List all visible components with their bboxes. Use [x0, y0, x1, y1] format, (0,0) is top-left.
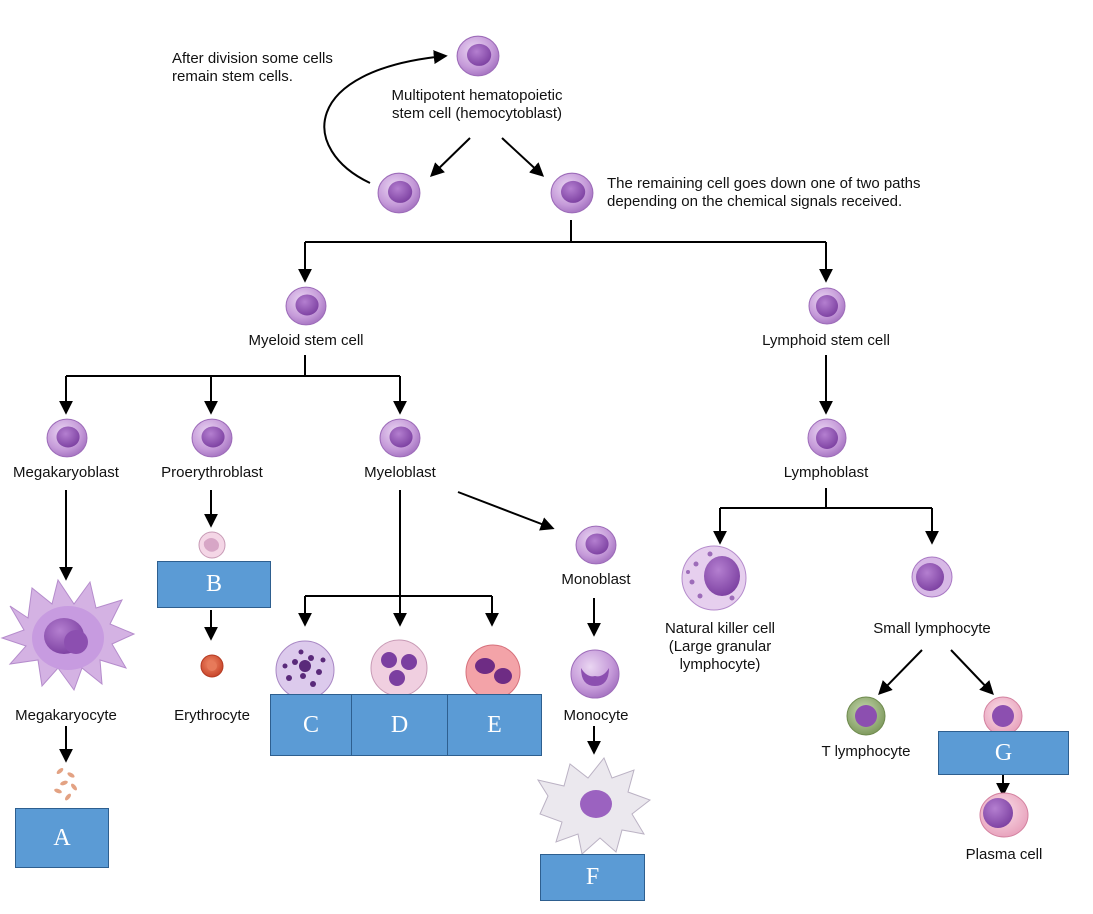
hsc-label: Multipotent hematopoietic stem cell (hem… — [391, 87, 563, 122]
small-lymphocyte-cell — [911, 556, 953, 598]
box-f: F — [540, 854, 645, 901]
box-g: G — [938, 731, 1069, 775]
plasma-cell-label: Plasma cell — [965, 846, 1043, 863]
lymphoid-stem-cell-img — [808, 287, 846, 325]
myeloid-label: Myeloid stem cell — [248, 332, 364, 349]
platelets — [54, 768, 77, 801]
monoblast-label: Monoblast — [561, 571, 631, 588]
myeloblast-cell — [379, 418, 421, 458]
remaining-note: The remaining cell goes down one of two … — [607, 175, 921, 210]
megakaryocyte-cell — [0, 578, 136, 692]
t-lymphocyte-cell — [846, 696, 886, 736]
nk-cell — [681, 545, 747, 611]
committed-cell — [550, 172, 594, 214]
eosinophil-cell — [465, 644, 521, 700]
proerythroblast-label: Proerythroblast — [161, 464, 263, 481]
normoblast-cell — [198, 531, 226, 559]
macrophage-cell — [536, 757, 652, 855]
monocyte-cell — [570, 649, 620, 699]
monocyte-label: Monocyte — [563, 707, 629, 724]
plasma-cell-img — [979, 792, 1029, 838]
box-a: A — [15, 808, 109, 868]
proerythroblast-cell — [191, 418, 233, 458]
erythrocyte-label: Erythrocyte — [174, 707, 250, 724]
b-lymphocyte-cell — [983, 696, 1023, 736]
hsc-cell — [456, 35, 500, 77]
division-note: After division some cells remain stem ce… — [172, 50, 333, 85]
lymphoid-label: Lymphoid stem cell — [762, 332, 890, 349]
box-e: E — [447, 694, 542, 756]
monoblast-cell — [575, 525, 617, 565]
box-b: B — [157, 561, 271, 608]
megakaryoblast-cell — [46, 418, 88, 458]
myeloid-stem-cell — [285, 286, 327, 326]
basophil-cell — [275, 640, 335, 700]
erythrocyte-cell — [200, 654, 224, 678]
box-d: D — [351, 694, 448, 756]
small-lymphocyte-label: Small lymphocyte — [873, 620, 991, 637]
nk-cell-label: Natural killer cell (Large granular lymp… — [664, 620, 776, 673]
megakaryocyte-label: Megakaryocyte — [15, 707, 117, 724]
myeloblast-label: Myeloblast — [364, 464, 436, 481]
lymphoblast-cell — [807, 418, 847, 458]
box-c: C — [270, 694, 352, 756]
daughter-stem-cell — [377, 172, 421, 214]
t-lymphocyte-label: T lymphocyte — [821, 743, 911, 760]
neutrophil-cell — [370, 639, 428, 697]
connector-lines — [59, 50, 1010, 797]
lymphoblast-label: Lymphoblast — [783, 464, 869, 481]
megakaryoblast-label: Megakaryoblast — [13, 464, 119, 481]
